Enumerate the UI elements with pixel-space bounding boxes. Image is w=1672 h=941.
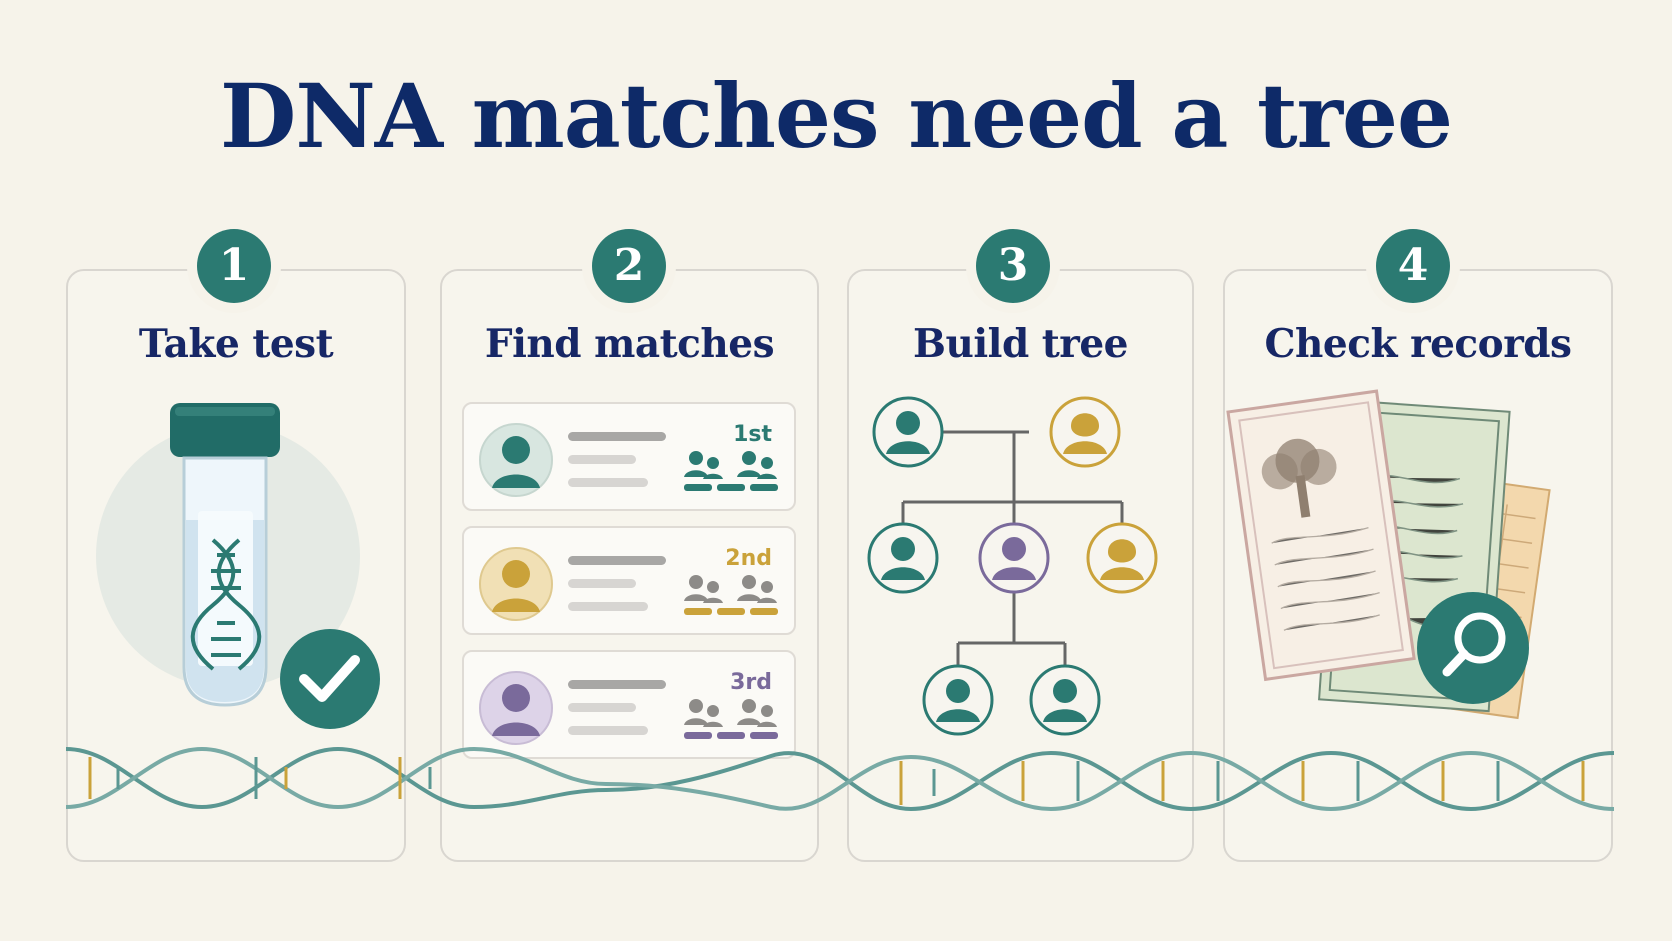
magnifier-circle (1417, 592, 1529, 704)
tree-node-6 (922, 664, 994, 736)
checkmark-circle (280, 629, 380, 729)
test-tube-cap-band (175, 407, 275, 416)
step-3-badge: 3 (976, 229, 1050, 303)
step-1-label: Take test (138, 321, 334, 367)
relationship-icons (684, 575, 778, 615)
diagram-title: DNA matches need a tree (220, 64, 1453, 168)
checkmark-icon (299, 655, 360, 702)
tree-node-2 (1049, 396, 1121, 468)
take-test-illustration (96, 403, 380, 729)
match-card-3rd: 3rd (462, 650, 796, 759)
tree-connectors (901, 430, 1124, 666)
match-line-short (568, 602, 648, 611)
match-card-2nd: 2nd (462, 526, 796, 635)
match-line-short (568, 478, 648, 487)
match-grade-label: 1st (733, 422, 772, 447)
step-2-badge: 2 (592, 229, 666, 303)
family-record-paper (1226, 389, 1416, 682)
match-line-long (568, 680, 666, 689)
match-line-medium (568, 455, 636, 464)
relationship-icons (684, 451, 778, 491)
person-avatar-icon (479, 671, 553, 745)
tree-node-1 (872, 396, 944, 468)
tree-node-7 (1029, 664, 1101, 736)
relationship-icons (684, 699, 778, 739)
match-line-medium (568, 579, 636, 588)
tree-node-5 (1086, 522, 1158, 594)
step-4-label: Check records (1264, 321, 1572, 367)
dna-strand-1 (65, 746, 1615, 812)
match-line-medium (568, 703, 636, 712)
records-illustration (1226, 389, 1551, 720)
match-line-long (568, 556, 666, 565)
dna-strand-2 (65, 746, 1615, 812)
person-avatar-icon (479, 547, 553, 621)
match-grade-label: 2nd (725, 546, 772, 571)
step-1-badge: 1 (197, 229, 271, 303)
family-tree-icon (1261, 438, 1337, 518)
dna-helix-band (65, 746, 1615, 812)
magnifier-handle (1442, 649, 1469, 677)
person-avatar-icon (479, 423, 553, 497)
test-tube-cap (170, 403, 280, 457)
match-grade-label: 3rd (730, 670, 772, 695)
match-line-short (568, 726, 648, 735)
dna-icon (190, 538, 262, 671)
magnifier-icon (1454, 612, 1506, 664)
step-3-label: Build tree (913, 321, 1128, 367)
tree-node-3 (867, 522, 939, 594)
tree-node-4 (978, 522, 1050, 594)
match-line-long (568, 432, 666, 441)
step-2-label: Find matches (484, 321, 775, 367)
family-tree-illustration (867, 396, 1158, 736)
step-4-badge: 4 (1376, 229, 1450, 303)
match-card-1st: 1st (462, 402, 796, 511)
